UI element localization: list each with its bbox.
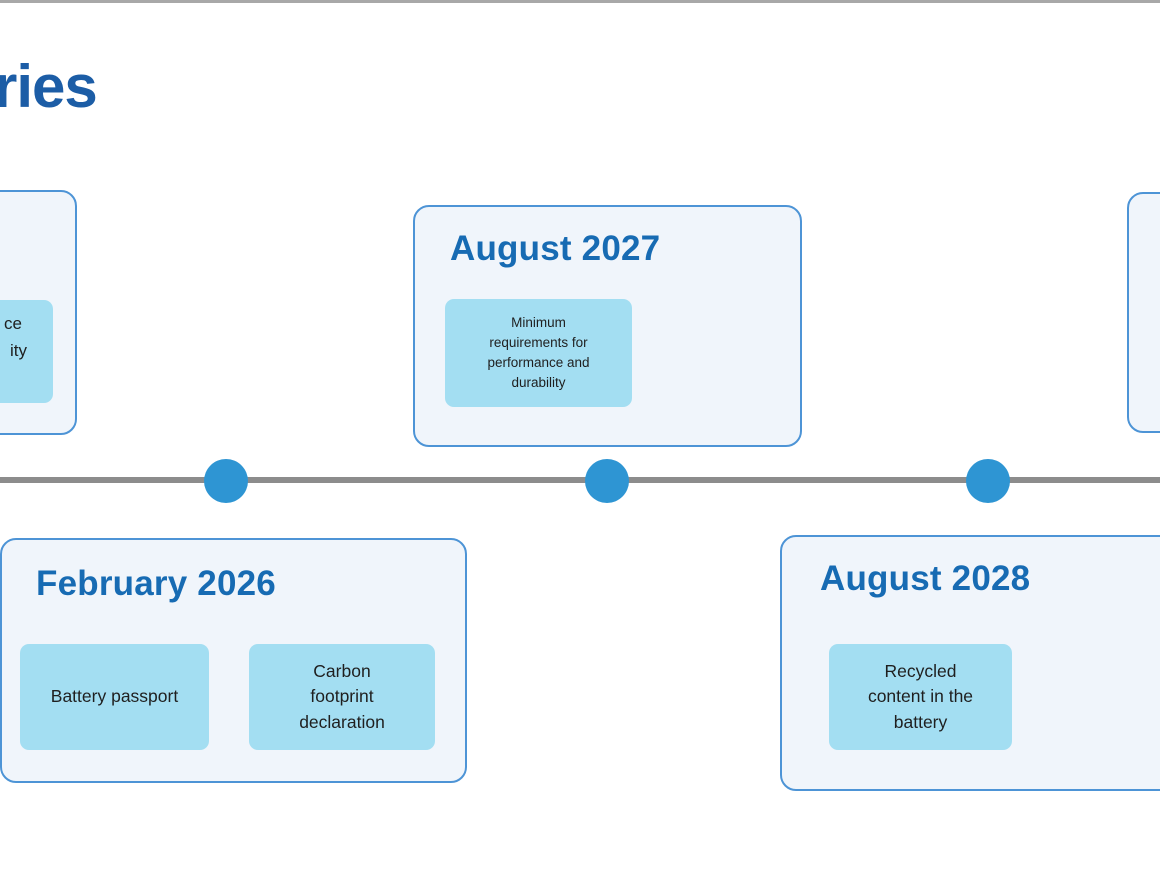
card-august-2027-item: Minimum requirements for performance and…	[445, 299, 632, 407]
timeline-line	[0, 477, 1160, 483]
card-february-2026-item-carbon-footprint-text: Carbon footprint declaration	[299, 660, 385, 732]
card-february-2026-item-battery-passport: Battery passport	[20, 644, 209, 750]
card-august-2028-heading: August 2028	[820, 559, 1031, 598]
card-february-2026-heading: February 2026	[36, 564, 276, 603]
card-august-2028-item-text: Recycled content in the battery	[867, 660, 974, 732]
card-february-2026: February 2026 Battery passport Carbon fo…	[0, 538, 467, 783]
card-partial-left-item: ce ity	[0, 300, 53, 403]
card-partial-left-item-text-fragment-2: ity	[10, 341, 27, 360]
page-title: ries	[0, 53, 98, 120]
card-partial-left-item-text-fragment-1: ce	[4, 314, 22, 333]
card-partial-right	[1127, 192, 1160, 433]
card-august-2027: August 2027 Minimum requirements for per…	[413, 205, 802, 447]
timeline-dot-1	[204, 459, 248, 503]
card-august-2027-heading: August 2027	[450, 229, 661, 268]
timeline-dot-3	[966, 459, 1010, 503]
timeline-dot-2	[585, 459, 629, 503]
card-february-2026-item-battery-passport-text: Battery passport	[50, 686, 179, 707]
card-february-2026-item-carbon-footprint: Carbon footprint declaration	[249, 644, 435, 750]
card-partial-left: ce ity	[0, 190, 77, 435]
card-august-2028-item: Recycled content in the battery	[829, 644, 1012, 750]
card-august-2027-item-text: Minimum requirements for performance and…	[487, 314, 590, 391]
card-august-2028: August 2028 Recycled content in the batt…	[780, 535, 1160, 791]
top-edge-line	[0, 0, 1160, 3]
